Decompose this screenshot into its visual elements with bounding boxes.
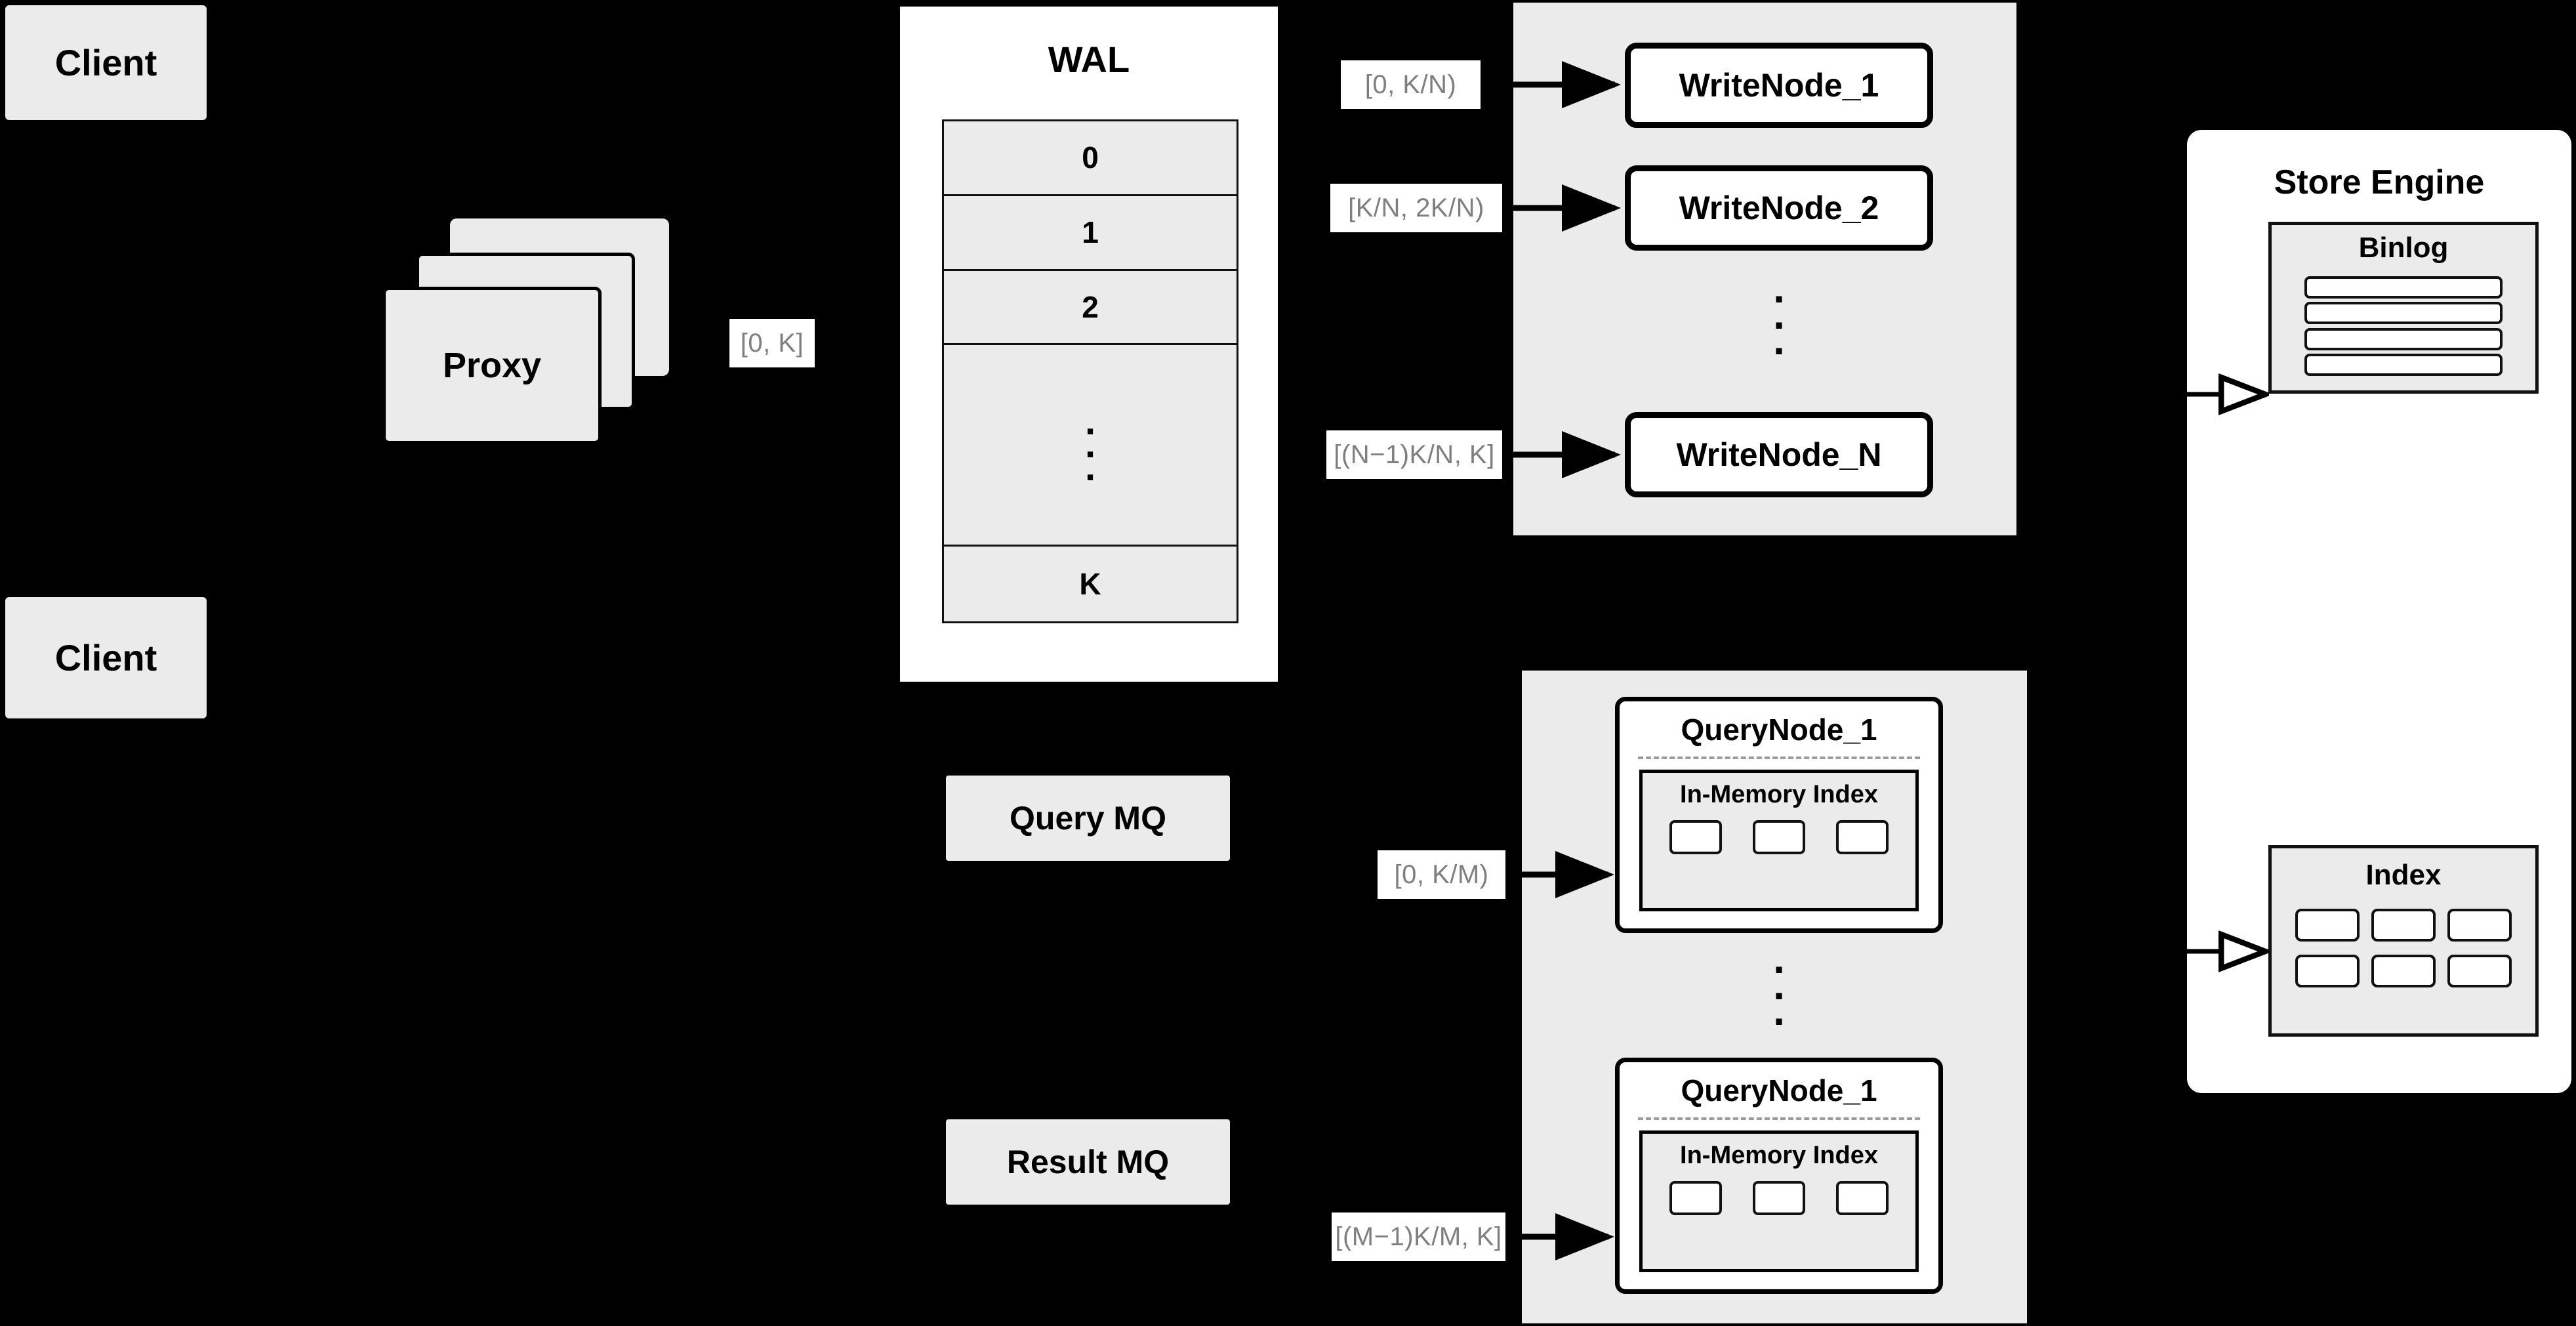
in-memory-index-title-2: In-Memory Index bbox=[1680, 1142, 1878, 1169]
wal-row-value: K bbox=[1079, 567, 1101, 602]
index-cell bbox=[1669, 820, 1723, 854]
querynode-separator-2 bbox=[1638, 1117, 1920, 1120]
binlog-row bbox=[2304, 327, 2503, 350]
querynode-title-2: QueryNode_1 bbox=[1681, 1073, 1877, 1108]
writenode-range-text-2: [K/N, 2K/N) bbox=[1348, 193, 1484, 222]
writenode-label-1: WriteNode_1 bbox=[1679, 67, 1879, 104]
querynode-range-label-2: [(M−1)K/M, K] bbox=[1332, 1212, 1505, 1261]
index-cell bbox=[2295, 955, 2360, 987]
wal-row: 2 bbox=[944, 271, 1237, 346]
wal-row-value: 0 bbox=[1082, 140, 1099, 175]
writenode-box-n[interactable]: WriteNode_N bbox=[1625, 412, 1933, 497]
client-box-1[interactable]: Client bbox=[5, 5, 207, 120]
index-cell bbox=[2371, 955, 2436, 987]
query-mq-label: Query MQ bbox=[1010, 800, 1166, 837]
client-label-1: Client bbox=[54, 42, 157, 83]
index-cell bbox=[2371, 909, 2436, 942]
writenode-box-1[interactable]: WriteNode_1 bbox=[1625, 43, 1933, 128]
binlog-row bbox=[2304, 302, 2503, 325]
index-cell bbox=[2447, 955, 2512, 987]
writenode-range-text-n: [(N−1)K/N, K] bbox=[1334, 440, 1495, 469]
query-mq-box[interactable]: Query MQ bbox=[946, 776, 1230, 861]
in-memory-index-1: In-Memory Index bbox=[1639, 770, 1919, 911]
wal-row: 1 bbox=[944, 196, 1237, 271]
querynode-range-label-1: [0, K/M) bbox=[1378, 850, 1505, 899]
proxy-label: Proxy bbox=[442, 346, 542, 385]
in-memory-index-cells-2 bbox=[1654, 1181, 1904, 1215]
store-engine-title: Store Engine bbox=[2274, 163, 2485, 201]
index-cell bbox=[1835, 1181, 1889, 1215]
writenode-box-2[interactable]: WriteNode_2 bbox=[1625, 165, 1933, 251]
wal-row-ellipsis: . . . bbox=[944, 345, 1237, 547]
result-mq-label: Result MQ bbox=[1006, 1144, 1170, 1180]
writenode-range-label-n: [(N−1)K/N, K] bbox=[1326, 430, 1502, 479]
querynode-separator-1 bbox=[1638, 756, 1920, 759]
proxy-range-label: [0, K] bbox=[729, 319, 815, 367]
querynode-range-text-2: [(M−1)K/M, K] bbox=[1335, 1222, 1502, 1251]
index-cell bbox=[1835, 820, 1889, 854]
proxy-range-text: [0, K] bbox=[740, 328, 804, 358]
index-title: Index bbox=[2365, 859, 2442, 891]
querynode-box-2[interactable]: QueryNode_1 In-Memory Index bbox=[1615, 1058, 1943, 1294]
querynode-range-text-1: [0, K/M) bbox=[1394, 860, 1489, 889]
writenode-ellipsis: . . . bbox=[1773, 264, 1785, 364]
wal-row: 0 bbox=[944, 121, 1237, 196]
writenode-range-text-1: [0, K/N) bbox=[1364, 70, 1457, 99]
wal-title: WAL bbox=[1048, 39, 1130, 80]
result-mq-box[interactable]: Result MQ bbox=[946, 1119, 1230, 1205]
wal-row: K bbox=[944, 547, 1237, 621]
binlog-box: Binlog bbox=[2268, 222, 2539, 394]
in-memory-index-2: In-Memory Index bbox=[1639, 1130, 1919, 1272]
index-cell bbox=[1752, 820, 1805, 854]
index-cell bbox=[1669, 1181, 1723, 1215]
index-grid bbox=[2295, 909, 2512, 987]
wal-row-value: 2 bbox=[1082, 290, 1099, 325]
wal-table: 0 1 2 . . . K bbox=[942, 119, 1238, 623]
index-cell bbox=[1752, 1181, 1805, 1215]
writenode-range-label-1: [0, K/N) bbox=[1341, 60, 1481, 109]
client-label-2: Client bbox=[54, 637, 157, 678]
binlog-row bbox=[2304, 276, 2503, 299]
binlog-rows bbox=[2304, 276, 2503, 376]
querynode-box-1[interactable]: QueryNode_1 In-Memory Index bbox=[1615, 697, 1943, 933]
writenode-label-n: WriteNode_N bbox=[1676, 436, 1882, 473]
in-memory-index-title-1: In-Memory Index bbox=[1680, 781, 1878, 808]
index-cell bbox=[2295, 909, 2360, 942]
index-cell bbox=[2447, 909, 2512, 942]
writenode-range-label-2: [K/N, 2K/N) bbox=[1330, 184, 1502, 232]
wal-row-value: . . . bbox=[1084, 400, 1096, 489]
client-box-2[interactable]: Client bbox=[5, 597, 207, 718]
querynode-ellipsis: . . . bbox=[1773, 935, 1785, 1035]
wal-row-value: 1 bbox=[1082, 215, 1099, 250]
querynode-title-1: QueryNode_1 bbox=[1681, 713, 1877, 747]
proxy-card-front[interactable]: Proxy bbox=[382, 287, 602, 444]
binlog-title: Binlog bbox=[2358, 232, 2449, 264]
binlog-row bbox=[2304, 353, 2503, 376]
index-box: Index bbox=[2268, 845, 2539, 1037]
in-memory-index-cells-1 bbox=[1654, 820, 1904, 854]
writenode-label-2: WriteNode_2 bbox=[1679, 190, 1879, 226]
